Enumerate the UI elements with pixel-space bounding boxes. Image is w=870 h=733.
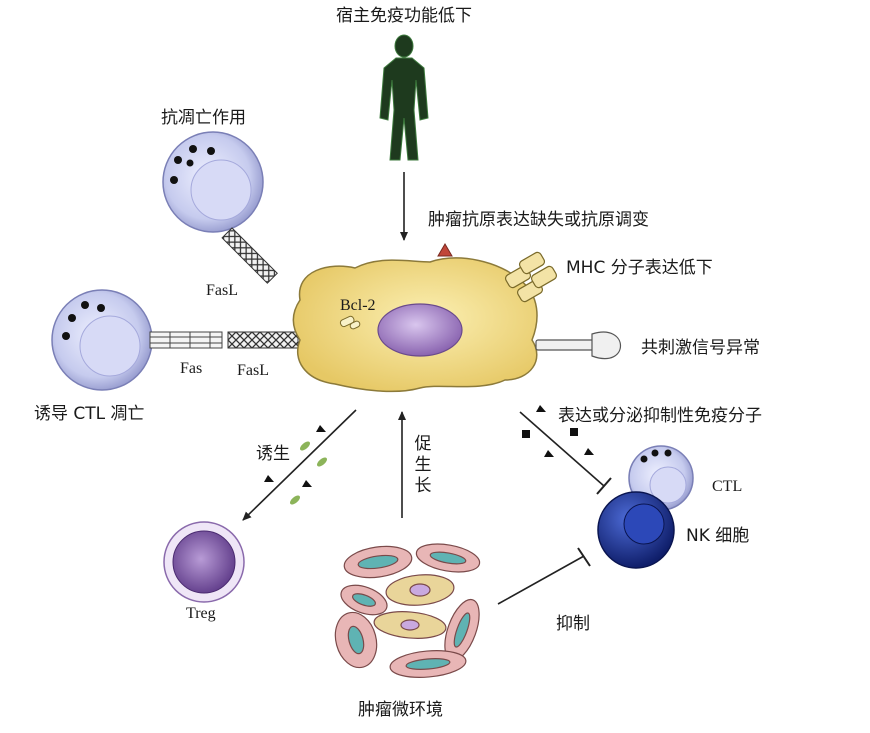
cytokine-markers-right [522,405,594,457]
inhibition-line-lower [497,555,585,605]
induce-treg-arrow [242,409,357,521]
anti-apoptosis-lymphocyte [162,131,264,233]
label-bcl2: Bcl-2 [340,297,376,314]
label-costim: 共刺激信号异常 [641,338,760,358]
label-mhc-low: MHC 分子表达低下 [566,258,713,278]
tumor-microenvironment-cluster [334,543,481,678]
label-fasl-mid: FasL [237,362,269,379]
cytokine-markers-left [264,425,327,505]
label-ctl-apoptosis: 诱导 CTL 凋亡 [34,404,145,424]
antigen-icon [437,243,453,257]
host-figure-icon [379,34,429,161]
label-inhibit: 抑制 [556,614,590,634]
nk-cell [597,491,675,569]
label-microenvironment: 肿瘤微环境 [358,700,443,720]
label-ctl: CTL [712,478,743,495]
label-fas: Fas [180,360,203,377]
label-host-immune: 宿主免疫功能低下 [336,6,472,26]
label-fasl-top: FasL [206,282,238,299]
inhibition-bar-lower [577,547,591,567]
inhibition-line-upper [519,411,605,487]
label-induce: 诱生 [256,444,290,464]
label-antigen-loss: 肿瘤抗原表达缺失或抗原调变 [428,210,649,230]
ctl-lymphocyte-left [51,289,153,391]
inhibition-bar-upper [596,477,612,495]
label-nk: NK 细胞 [686,526,750,546]
label-anti-apoptosis: 抗凋亡作用 [161,108,246,128]
fasl-receptor-diagonal [221,227,278,284]
label-immunosuppressive: 表达或分泌抑制性免疫分子 [558,406,762,426]
label-treg: Treg [186,605,216,622]
costimulatory-receptor-icon [535,331,622,359]
fasl-ligand-horizontal [227,331,299,349]
tumor-cell [292,243,538,393]
treg-cell [163,521,245,603]
mhc-molecule-icon [504,251,558,303]
label-promote-growth: 促生长 [414,434,432,496]
fas-receptor [149,331,223,349]
